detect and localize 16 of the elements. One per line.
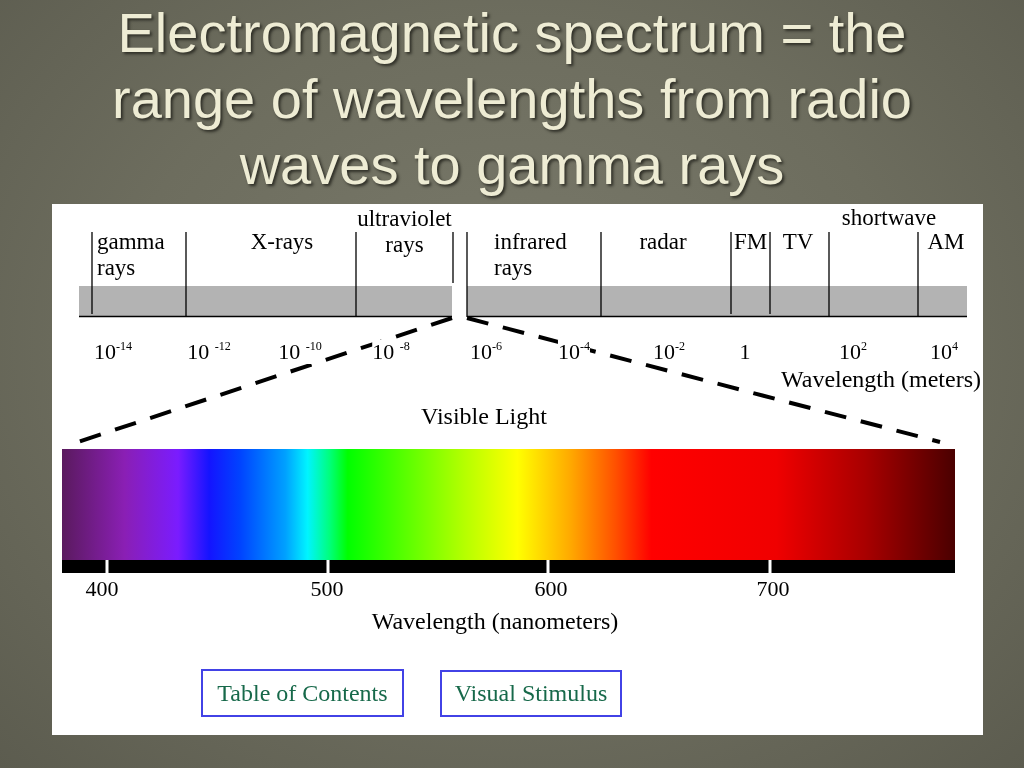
band-label: TV	[782, 229, 814, 255]
band-label: infrared rays	[494, 229, 567, 281]
band-label: ultraviolet rays	[357, 206, 452, 258]
band-label: FM	[733, 229, 768, 255]
slide-title: Electromagnetic spectrum = the range of wavelengths from radio waves to gamma rays	[111, 0, 913, 198]
band-label: gamma rays	[97, 229, 165, 281]
band-label: AM	[927, 229, 965, 255]
band-label: shortwave	[841, 205, 937, 231]
link-button: Table of Contents	[201, 669, 404, 717]
axis-title: Wavelength (meters)	[781, 366, 981, 392]
spectrum-title: Visible Light	[421, 403, 547, 429]
tick-label: 10 $^{-10}$	[278, 340, 322, 364]
band-label: X-rays	[250, 229, 314, 255]
band-label: radar	[639, 229, 687, 255]
axis-title: Wavelength (nanometers)	[371, 608, 619, 634]
link-button: Visual Stimulus	[440, 670, 622, 717]
